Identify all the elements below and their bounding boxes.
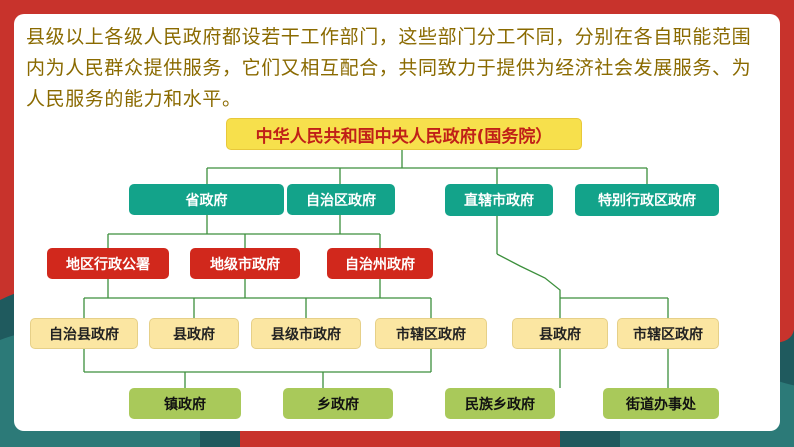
municipality-government-node: 直辖市政府 xyxy=(445,184,553,216)
municipal-district-government-node: 市辖区政府 xyxy=(375,318,487,349)
prefecture-administrative-office-node: 地区行政公署 xyxy=(47,248,169,279)
autonomous-prefecture-government-node: 自治州政府 xyxy=(327,248,433,279)
autonomous-county-government-node: 自治县政府 xyxy=(30,318,138,349)
county-government-node: 县政府 xyxy=(149,318,239,349)
municipality-district-government-node: 市辖区政府 xyxy=(617,318,719,349)
central-government-node: 中华人民共和国中央人民政府(国务院） xyxy=(226,118,582,150)
municipality-county-government-node: 县政府 xyxy=(512,318,608,349)
prefecture-level-city-government-node: 地级市政府 xyxy=(190,248,300,279)
township-government-node: 乡政府 xyxy=(283,388,393,419)
province-government-node: 省政府 xyxy=(129,184,284,215)
ethnic-township-government-node: 民族乡政府 xyxy=(445,388,555,419)
subdistrict-office-node: 街道办事处 xyxy=(603,388,719,419)
autonomous-region-government-node: 自治区政府 xyxy=(287,184,395,215)
town-government-node: 镇政府 xyxy=(129,388,241,419)
special-administrative-region-government-node: 特别行政区政府 xyxy=(575,184,719,216)
county-level-city-government-node: 县级市政府 xyxy=(251,318,361,349)
